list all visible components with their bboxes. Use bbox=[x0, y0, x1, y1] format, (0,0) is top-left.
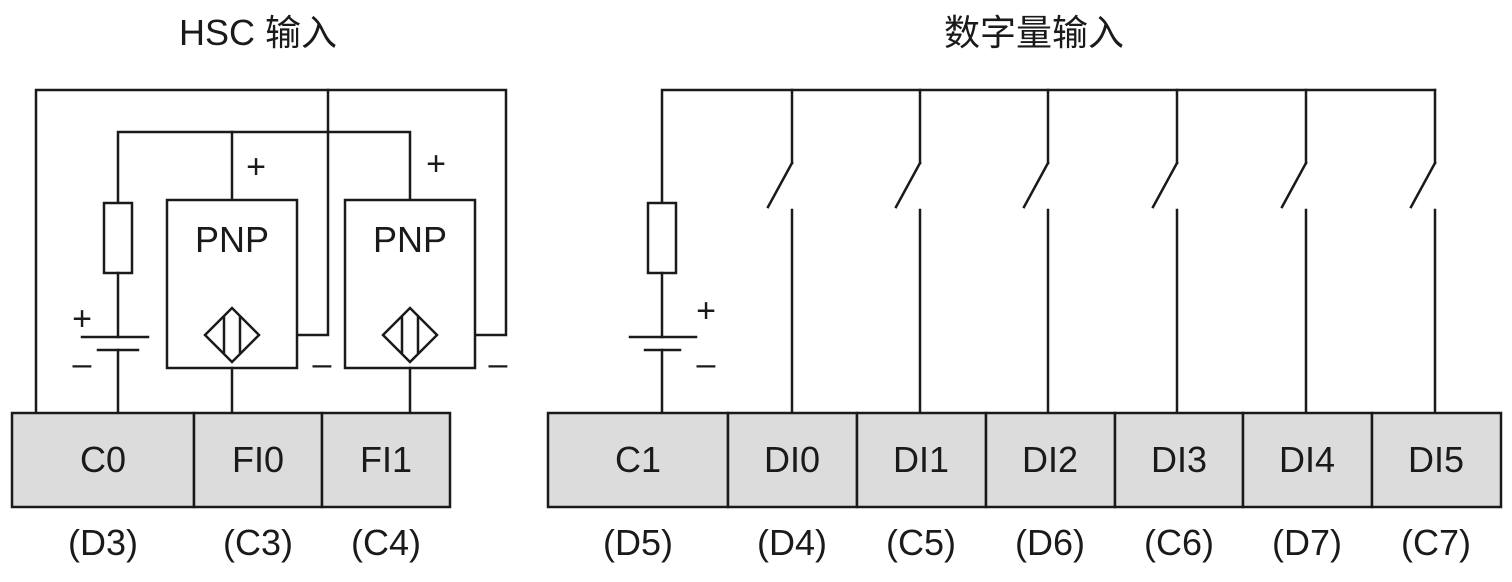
terminal-pin-label: (D7) bbox=[1272, 522, 1342, 563]
digital-switches bbox=[766, 88, 1437, 415]
proximity-sensor-icon bbox=[381, 306, 439, 364]
digital-wiring bbox=[628, 88, 1437, 415]
digital-terminal-block bbox=[546, 411, 1503, 509]
hsc-terminal-block bbox=[10, 411, 452, 509]
terminal-di0 bbox=[726, 411, 859, 509]
switch-contact-blade bbox=[766, 161, 794, 209]
terminal-label: DI0 bbox=[764, 439, 820, 480]
terminal-fi1 bbox=[320, 411, 452, 509]
terminal-label: FI0 bbox=[232, 439, 284, 480]
digital-fuse bbox=[646, 201, 678, 275]
terminal-fi0 bbox=[192, 411, 324, 509]
switch-contact-blade bbox=[1280, 161, 1308, 209]
sensor-2-minus-mark: – bbox=[489, 345, 508, 383]
terminal-label: C0 bbox=[80, 439, 126, 480]
terminal-pin-label: (D3) bbox=[68, 522, 138, 563]
terminal-pin-label: (D4) bbox=[757, 522, 827, 563]
switch-contact-blade bbox=[1022, 161, 1050, 209]
sensor-1-type-label: PNP bbox=[195, 219, 269, 260]
sensor-2-type-label: PNP bbox=[373, 219, 447, 260]
terminal-pin-label: (D5) bbox=[603, 522, 673, 563]
terminal-label: DI2 bbox=[1022, 439, 1078, 480]
hsc-outer-wire bbox=[34, 88, 508, 415]
terminal-pin-label: (C7) bbox=[1401, 522, 1471, 563]
hsc-wiring bbox=[34, 88, 508, 415]
terminal-label: DI1 bbox=[893, 439, 949, 480]
terminal-label: DI5 bbox=[1408, 439, 1464, 480]
digital-battery-minus-mark: – bbox=[697, 345, 716, 383]
terminal-pin-label: (C5) bbox=[886, 522, 956, 563]
proximity-sensor-icon bbox=[203, 306, 261, 364]
digital-input-title: 数字量输入 bbox=[944, 12, 1124, 53]
hsc-input-title: HSC 输入 bbox=[179, 12, 337, 53]
switch-contact-blade bbox=[1409, 161, 1437, 209]
terminal-pin-label: (C3) bbox=[223, 522, 293, 563]
terminal-di5 bbox=[1370, 411, 1503, 509]
terminal-label: C1 bbox=[615, 439, 661, 480]
terminal-pin-label: (C6) bbox=[1144, 522, 1214, 563]
hsc-battery-minus-mark: – bbox=[73, 345, 92, 383]
terminal-label: DI4 bbox=[1279, 439, 1335, 480]
terminal-label: DI3 bbox=[1151, 439, 1207, 480]
sensor-2-plus-mark: + bbox=[426, 145, 446, 183]
switch-contact-blade bbox=[894, 161, 922, 209]
sensor-1-plus-mark: + bbox=[246, 148, 266, 186]
terminal-label: FI1 bbox=[360, 439, 412, 480]
switch-contact-blade bbox=[1151, 161, 1179, 209]
digital-battery-plus-mark: + bbox=[696, 292, 716, 330]
terminal-c1 bbox=[546, 411, 730, 509]
pnp-sensor-2 bbox=[343, 198, 477, 370]
terminal-di2 bbox=[984, 411, 1117, 509]
hsc-battery-plus-mark: + bbox=[72, 300, 92, 338]
fi0-sensor-minus-wire bbox=[295, 88, 330, 337]
supply-plus-wire bbox=[116, 130, 412, 205]
terminal-pin-label: (D6) bbox=[1015, 522, 1085, 563]
sensor-1-minus-mark: – bbox=[313, 345, 332, 383]
terminal-pin-label: (C4) bbox=[351, 522, 421, 563]
hsc-fuse bbox=[102, 201, 134, 275]
terminal-di3 bbox=[1113, 411, 1245, 509]
